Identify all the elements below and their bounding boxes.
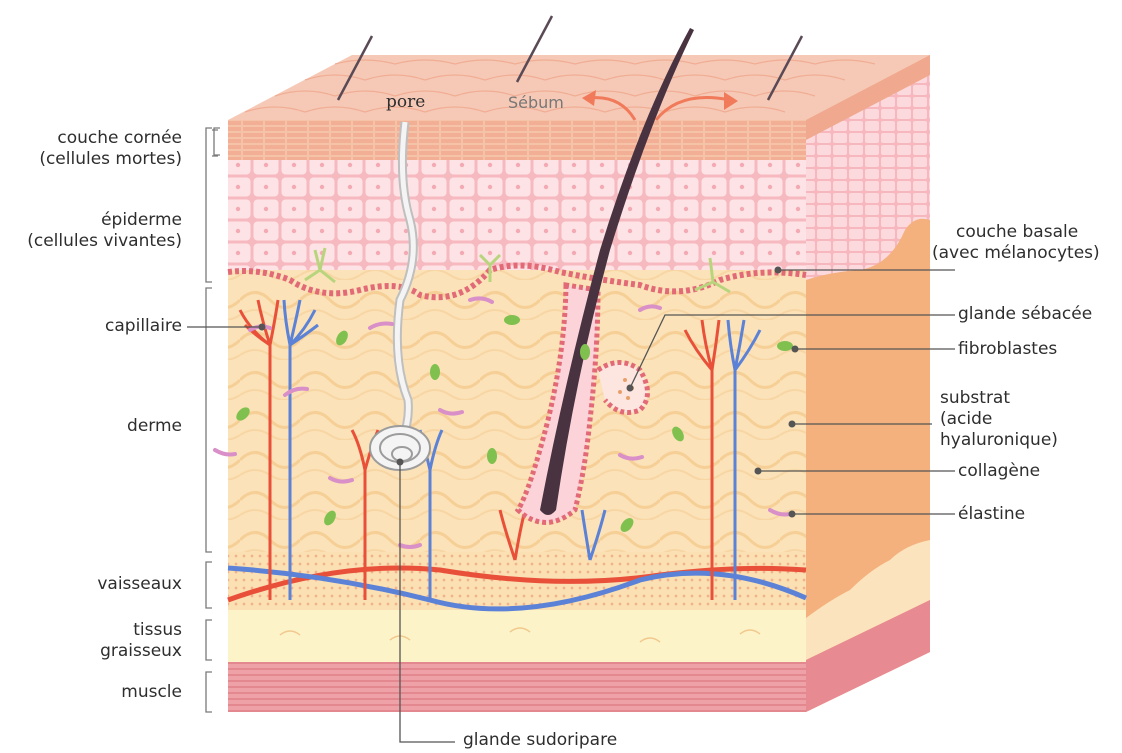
- label-couche-basale-line2: (avec mélanocytes): [932, 243, 1100, 264]
- label-substrat: substrat (acide hyaluronique): [940, 388, 1058, 451]
- label-substrat-line3: hyaluronique): [940, 430, 1058, 451]
- label-fibroblastes: fibroblastes: [958, 339, 1057, 360]
- label-collagene: collagène: [958, 461, 1040, 482]
- label-substrat-line1: substrat: [940, 388, 1058, 409]
- label-couche-cornee-line1: couche cornée: [39, 128, 182, 149]
- left-brackets: [206, 128, 220, 712]
- muscle-layer: [228, 662, 806, 712]
- label-glande-sebacee: glande sébacée: [958, 304, 1092, 325]
- label-tissus-graisseux-line2: graisseux: [100, 641, 182, 662]
- label-sebum: Sébum: [508, 92, 564, 113]
- label-elastine: élastine: [958, 504, 1025, 525]
- label-epiderme-line1: épiderme: [27, 210, 182, 231]
- label-capillaire: capillaire: [105, 316, 182, 337]
- label-tissus-graisseux-line1: tissus: [100, 620, 182, 641]
- label-epiderme-line2: (cellules vivantes): [27, 231, 182, 252]
- label-epiderme: épiderme (cellules vivantes): [27, 210, 182, 252]
- label-pore: pore: [386, 92, 425, 113]
- label-vaisseaux: vaisseaux: [97, 574, 182, 595]
- label-derme: derme: [127, 416, 182, 437]
- label-couche-cornee-line2: (cellules mortes): [39, 149, 182, 170]
- label-glande-sudoripare: glande sudoripare: [463, 730, 617, 751]
- stratum-corneum: [228, 120, 806, 160]
- label-couche-basale: couche basale (avec mélanocytes): [956, 222, 1100, 264]
- label-muscle: muscle: [121, 682, 182, 703]
- label-tissus-graisseux: tissus graisseux: [100, 620, 182, 662]
- fat-layer: [228, 610, 806, 662]
- label-couche-basale-line1: couche basale: [956, 222, 1100, 243]
- label-couche-cornee: couche cornée (cellules mortes): [39, 128, 182, 170]
- label-substrat-line2: (acide: [940, 409, 1058, 430]
